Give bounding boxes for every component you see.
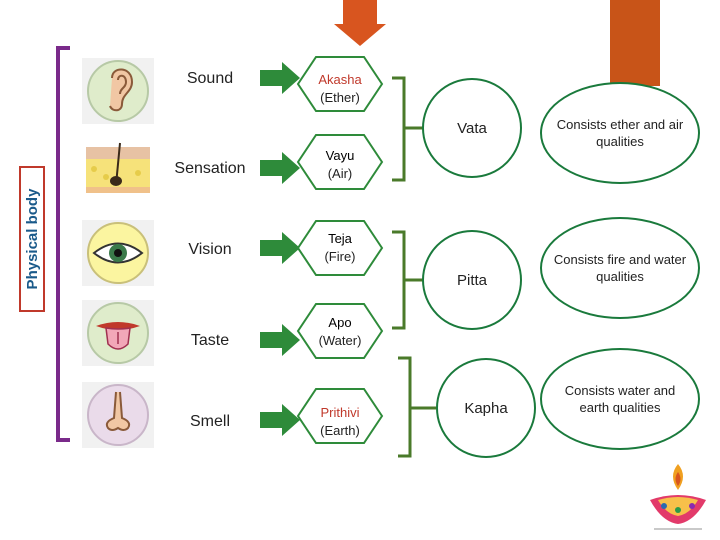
arrow-vision-teja [260,232,300,264]
element-prithivi: Prithivi (Earth) [300,404,380,440]
hex-prithivi [296,388,384,444]
sense-label-vision: Vision [188,241,232,258]
tongue-icon [82,300,154,366]
quality-text: Consists fire and water qualities [553,252,687,284]
quality-pitta: Consists fire and water qualities [540,217,700,319]
top-arrow-icon [334,0,386,46]
nose-icon [82,382,154,448]
arrow-sensation-vayu [260,152,300,184]
element-vayu: Vayu (Air) [300,147,380,183]
hex-akasha [296,56,384,112]
element-teja: Teja (Fire) [300,230,380,266]
sense-label-sound: Sound [186,70,234,87]
dosha-vata: Vata [422,78,522,178]
dosha-label: Pitta [456,271,487,289]
bracket-kapha [398,356,412,458]
element-sub: (Water) [318,333,362,348]
dosha-label: Kapha [464,399,508,417]
element-name: Teja [328,231,352,246]
element-sub: (Earth) [320,423,360,438]
arrow-sound-akasha [260,62,300,94]
hex-teja [296,220,384,276]
hex-apo [296,303,384,359]
sense-label-sensation: Sensation [174,160,246,177]
element-name: Vayu [325,148,355,163]
element-apo: Apo (Water) [300,314,380,350]
element-sub: (Ether) [320,90,360,105]
hex-vayu [296,134,384,190]
top-orange-bar [610,0,660,86]
dosha-kapha: Kapha [436,358,536,458]
physical-body-label-box: Physical body [18,165,48,313]
bracket-pitta [392,230,406,330]
element-name: Prithivi [320,405,360,420]
element-sub: (Air) [327,166,353,181]
element-sub: (Fire) [324,249,356,264]
sense-label-taste: Taste [190,332,230,349]
quality-text: Consists water and earth qualities [564,383,676,415]
sense-label-smell: Smell [189,413,230,430]
dosha-pitta: Pitta [422,230,522,330]
body-bracket [56,46,70,442]
arrow-smell-prithivi [260,404,300,436]
quality-vata: Consists ether and air qualities [540,82,700,184]
dosha-label: Vata [457,119,487,137]
ear-icon [82,58,154,124]
element-akasha: Akasha (Ether) [300,71,380,107]
quality-text: Consists ether and air qualities [556,117,684,149]
element-name: Akasha [318,72,362,87]
element-name: Apo [328,315,352,330]
diya-logo [650,464,706,530]
physical-body-label: Physical body [24,188,41,290]
eye-icon [82,220,154,286]
arrow-taste-apo [260,324,300,356]
skin-icon [82,137,154,203]
quality-kapha: Consists water and earth qualities [540,348,700,450]
bracket-vata [392,76,406,182]
